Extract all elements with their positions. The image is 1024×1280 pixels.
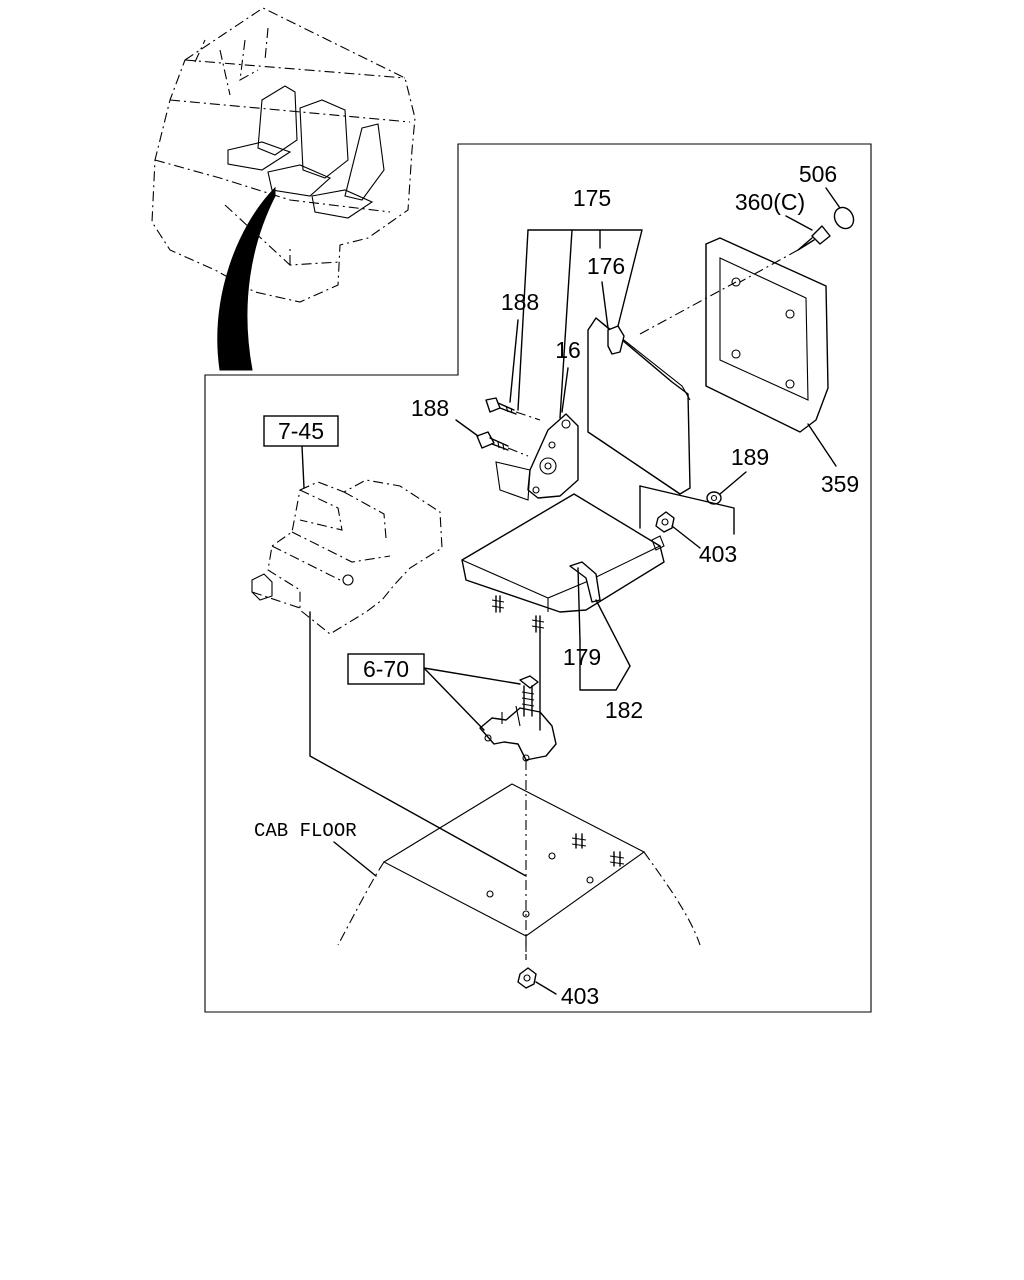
ref-box-7-45 — [263, 415, 339, 447]
ref-label-7-45: 7-45 — [278, 418, 324, 444]
callout-359: 359 — [821, 471, 859, 497]
cap-506 — [833, 206, 855, 230]
callout-188-lower: 188 — [411, 395, 449, 421]
callout-182: 182 — [605, 697, 643, 723]
bolt-188-upper — [485, 397, 541, 421]
screw-360c — [739, 225, 831, 283]
cab-floor-label: CAB FLOOR — [254, 820, 357, 842]
callout-403-lower: 403 — [561, 983, 599, 1009]
callout-360c: 360(C) — [735, 189, 805, 215]
seat-back-16 — [587, 317, 691, 495]
callout-506: 506 — [799, 161, 837, 187]
bolt-188-lower — [476, 431, 529, 457]
nut-403-upper — [651, 511, 675, 551]
callout-403-upper: 403 — [699, 541, 737, 567]
cab-overview-inset — [151, 7, 416, 371]
seat-back-cover-359 — [705, 237, 829, 433]
adjacent-seat-7-45 — [251, 479, 527, 877]
leader-lines — [301, 187, 841, 995]
callout-176: 176 — [587, 253, 625, 279]
detail-frame — [204, 143, 872, 1013]
cover-fix-line — [639, 281, 737, 335]
callout-188-upper: 188 — [501, 289, 539, 315]
ref-label-6-70: 6-70 — [363, 656, 409, 682]
callout-179: 179 — [563, 644, 601, 670]
hinge-bracket — [495, 413, 579, 501]
seat-bracket-6-70 — [479, 675, 557, 762]
seat-cushion — [461, 493, 665, 633]
callout-175: 175 — [573, 185, 611, 211]
nut-403-lower — [517, 967, 537, 989]
callout-16: 16 — [555, 337, 581, 363]
callout-189: 189 — [731, 444, 769, 470]
ref-box-6-70 — [347, 653, 425, 685]
cab-floor — [337, 783, 701, 960]
